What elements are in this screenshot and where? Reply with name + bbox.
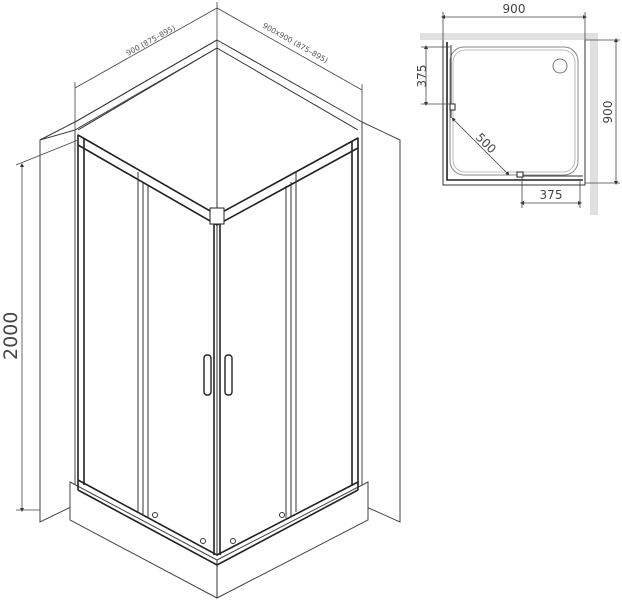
isometric-view: 900 (875–895) 900x900 (875–895) 2000 xyxy=(0,2,401,599)
height-label: 2000 xyxy=(0,312,22,360)
tray-basin xyxy=(449,46,579,176)
width-label: 900 (875–895) xyxy=(125,23,177,58)
plan-bottom-offset-label: 375 xyxy=(540,188,563,202)
shower-tray xyxy=(69,481,369,599)
right-door-handle xyxy=(224,354,233,396)
drain-icon xyxy=(552,58,568,74)
plan-left-offset-label: 375 xyxy=(415,65,429,88)
plan-view: 900 900 375 500 375 xyxy=(415,2,620,215)
back-wall xyxy=(420,33,598,40)
depth-label: 900x900 (875–895) xyxy=(261,21,330,65)
plan-side-depth-dimension: 900 xyxy=(585,38,620,185)
left-door-handle xyxy=(203,354,212,396)
right-wall xyxy=(216,39,401,523)
enclosure-frame xyxy=(77,134,359,566)
plan-left-offset-dimension: 375 xyxy=(415,45,452,106)
right-panels xyxy=(230,172,297,544)
plan-side-depth-label: 900 xyxy=(601,101,615,124)
plan-top-width-dimension: 900 xyxy=(441,2,587,40)
plan-entrance-diagonal-dimension: 500 xyxy=(451,117,510,176)
left-panels xyxy=(137,172,206,544)
plan-entrance-diagonal-label: 500 xyxy=(473,130,499,156)
plan-top-width-label: 900 xyxy=(503,2,526,16)
height-dimension: 2000 xyxy=(0,139,79,512)
plan-bottom-offset-dimension: 375 xyxy=(520,177,582,208)
side-wall xyxy=(590,33,598,215)
depth-dimension: 900x900 (875–895) xyxy=(216,7,363,122)
